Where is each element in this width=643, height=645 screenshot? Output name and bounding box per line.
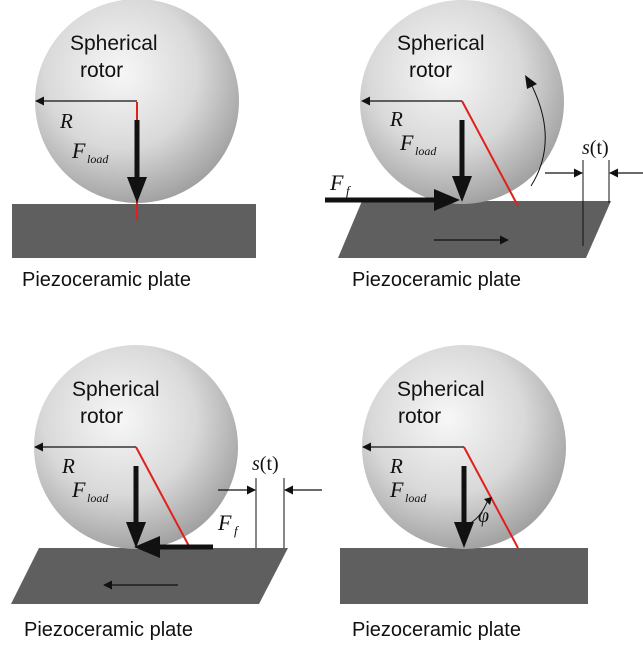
friction-subscript: f	[234, 523, 240, 538]
load-arrow	[454, 466, 474, 548]
load-label: F	[71, 477, 86, 502]
contact-line	[135, 446, 191, 549]
rotor-label: Spherical	[397, 32, 485, 55]
load-subscript: load	[87, 491, 109, 505]
load-subscript: load	[405, 491, 427, 505]
rotor-label: Spherical	[72, 378, 160, 401]
plate-label: Piezoceramic plate	[22, 269, 191, 291]
friction-subscript: f	[346, 183, 352, 198]
rotor-label: Spherical	[397, 378, 485, 401]
radius-label: R	[389, 107, 403, 131]
friction-label: F	[217, 510, 232, 535]
piezo-plate	[340, 548, 588, 604]
panel-plate-shift-right: Spherical rotor R F load F f s(t) Piezoc	[325, 0, 643, 291]
piezo-plate	[338, 201, 611, 258]
rotation-arrow-head	[525, 75, 537, 89]
plate-label: Piezoceramic plate	[24, 619, 193, 641]
friction-label: F	[329, 170, 344, 195]
rotor-label-2: rotor	[398, 405, 441, 428]
rotor-label-2: rotor	[80, 405, 123, 428]
panel-plate-shift-left: Spherical rotor R F load F f s(t) Piezoc…	[11, 345, 322, 641]
rotation-arrow	[529, 81, 546, 187]
load-label: F	[399, 130, 414, 155]
displacement-label: s(t)	[582, 137, 609, 159]
piezo-plate	[11, 548, 288, 604]
load-label: F	[389, 477, 404, 502]
panel-rotated-rotor: Spherical rotor R F load φ Piezoceramic …	[340, 345, 588, 641]
rotor-label-2: rotor	[80, 59, 123, 82]
displacement-label: s(t)	[252, 453, 279, 475]
angle-arc	[465, 499, 489, 526]
radius-label: R	[389, 454, 403, 478]
plate-label: Piezoceramic plate	[352, 269, 521, 291]
friction-arrow	[134, 536, 213, 558]
load-subscript: load	[415, 144, 437, 158]
friction-arrow	[325, 189, 460, 211]
plate-label: Piezoceramic plate	[352, 619, 521, 641]
load-subscript: load	[87, 152, 109, 166]
load-arrow	[126, 466, 146, 548]
radius-label: R	[61, 454, 75, 478]
load-label: F	[71, 138, 86, 163]
load-arrow	[127, 120, 147, 203]
panel-static-load: Spherical rotor R F load Piezoceramic pl…	[12, 0, 256, 291]
angle-label: φ	[478, 505, 489, 527]
radius-label: R	[59, 109, 73, 133]
contact-line	[461, 100, 519, 207]
rotor-label-2: rotor	[409, 59, 452, 82]
load-arrow	[452, 120, 472, 202]
angle-arc-head	[484, 497, 492, 505]
piezo-plate	[12, 204, 256, 258]
rotor-label: Spherical	[70, 32, 158, 55]
